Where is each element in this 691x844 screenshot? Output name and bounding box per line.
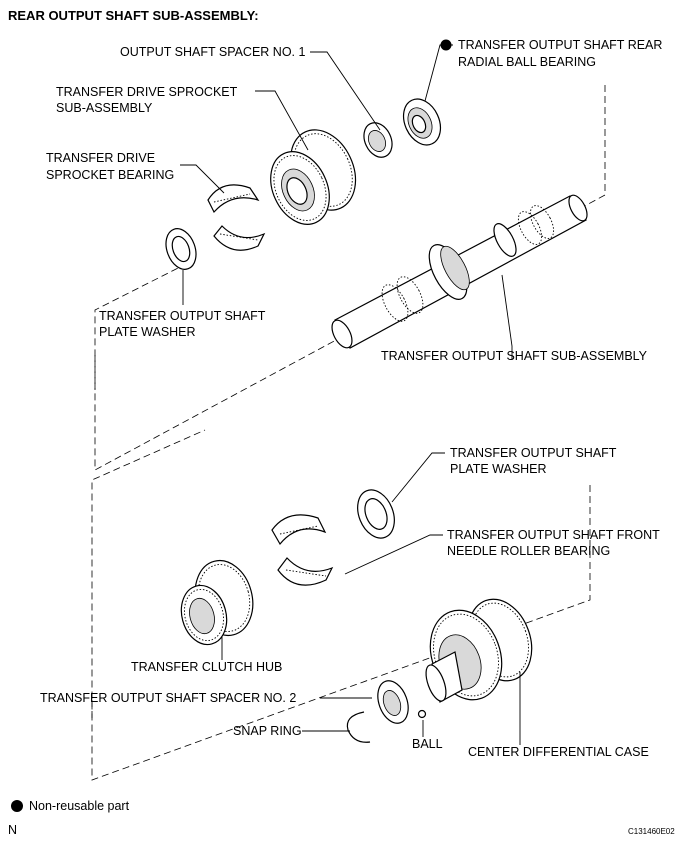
- label-output-shaft-spacer-no1: OUTPUT SHAFT SPACER NO. 1: [120, 45, 305, 59]
- label-sprocket-bearing-line1: TRANSFER DRIVE: [46, 151, 155, 165]
- figure-code: C131460E02: [628, 827, 675, 836]
- label-output-shaft-sub-assembly: TRANSFER OUTPUT SHAFT SUB-ASSEMBLY: [381, 349, 648, 363]
- lower-assembly-outline: [91, 429, 591, 781]
- label-drive-sprocket-line2: SUB-ASSEMBLY: [56, 101, 153, 115]
- snap-ring: [346, 711, 371, 743]
- transfer-clutch-hub: [180, 559, 254, 646]
- label-plate-washer-lower-line1: TRANSFER OUTPUT SHAFT: [450, 446, 617, 460]
- label-rear-bearing-line1: TRANSFER OUTPUT SHAFT REAR: [458, 38, 662, 52]
- filled-circle-icon: [11, 800, 23, 812]
- label-plate-washer-upper-line2: PLATE WASHER: [99, 325, 196, 339]
- label-plate-washer-lower-line2: PLATE WASHER: [450, 462, 547, 476]
- label-front-needle-bearing-line1: TRANSFER OUTPUT SHAFT FRONT: [447, 528, 660, 542]
- label-center-diff-case: CENTER DIFFERENTIAL CASE: [468, 745, 649, 759]
- front-needle-roller-bearing: [271, 514, 334, 586]
- transfer-drive-sprocket: [270, 129, 357, 225]
- footer-left-mark: N: [8, 823, 17, 837]
- transfer-output-shaft: [331, 194, 588, 349]
- label-snap-ring: SNAP RING: [233, 724, 302, 738]
- label-rear-bearing-line2: RADIAL BALL BEARING: [458, 55, 596, 69]
- output-shaft-spacer-no2: [377, 680, 409, 724]
- label-front-needle-bearing-line2: NEEDLE ROLLER BEARING: [447, 544, 610, 558]
- page-title: REAR OUTPUT SHAFT SUB-ASSEMBLY:: [8, 8, 259, 23]
- rear-radial-ball-bearing: [402, 98, 442, 146]
- leader-lines: [180, 44, 521, 745]
- label-clutch-hub: TRANSFER CLUTCH HUB: [131, 660, 282, 674]
- center-differential-case: [425, 598, 533, 703]
- label-spacer-no2: TRANSFER OUTPUT SHAFT SPACER NO. 2: [40, 691, 296, 705]
- transfer-drive-sprocket-bearing: [207, 184, 266, 251]
- label-plate-washer-upper-line1: TRANSFER OUTPUT SHAFT: [99, 309, 266, 323]
- label-drive-sprocket-line1: TRANSFER DRIVE SPROCKET: [56, 85, 238, 99]
- plate-washer-lower: [357, 489, 395, 539]
- output-shaft-spacer-no1: [363, 122, 393, 158]
- non-reusable-marker-icon: [440, 39, 452, 51]
- ball-part: [417, 709, 427, 719]
- label-ball: BALL: [412, 737, 443, 751]
- legend-text: Non-reusable part: [29, 799, 130, 813]
- upper-assembly-outline: [94, 85, 606, 471]
- plate-washer-upper: [165, 228, 197, 270]
- label-sprocket-bearing-line2: SPROCKET BEARING: [46, 168, 174, 182]
